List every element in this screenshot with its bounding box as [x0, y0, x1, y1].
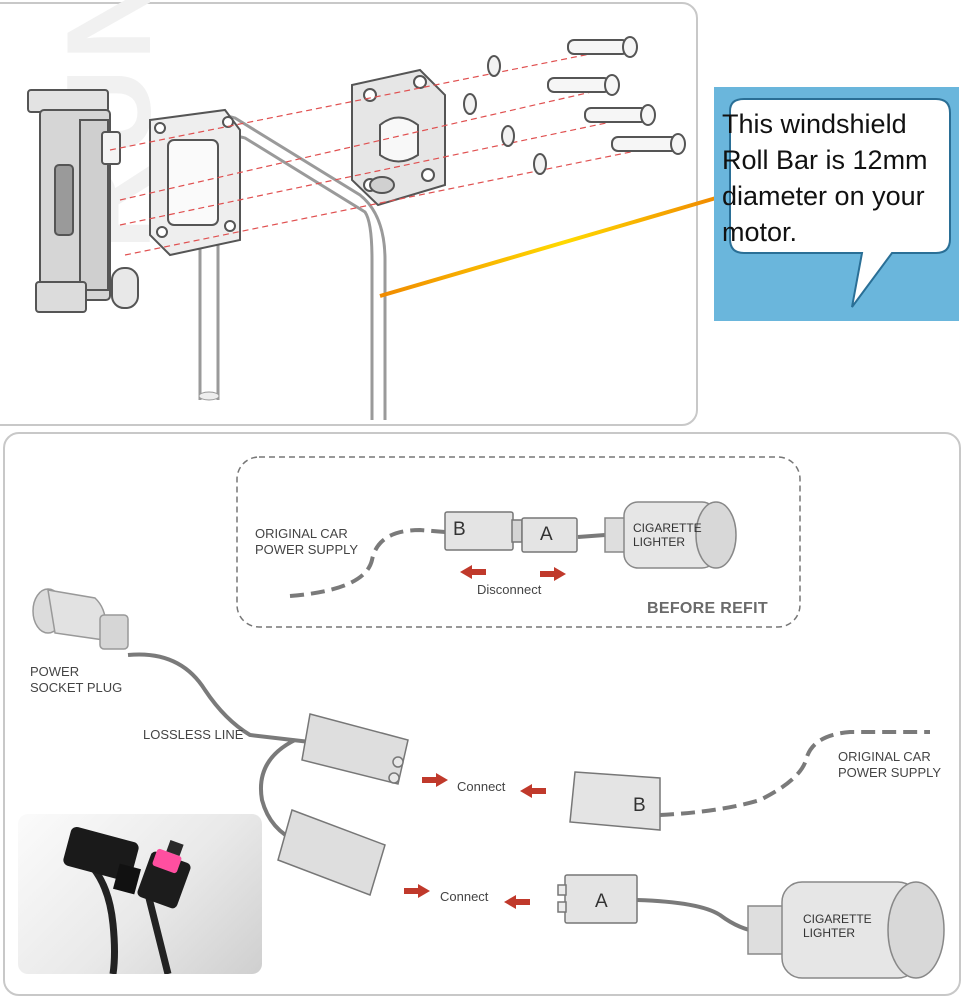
before-connector-b-label: B	[453, 519, 466, 540]
lossless-connector-lower	[277, 809, 386, 896]
connect-arrows-1	[422, 773, 546, 798]
connect-label-1: Connect	[457, 779, 506, 794]
connector-photo	[18, 814, 262, 974]
original-supply-cable-after	[659, 730, 930, 817]
connector-a-after	[557, 874, 638, 924]
callout-box	[714, 87, 959, 321]
adapter-plate	[149, 108, 241, 257]
lossless-line-label: LOSSLESS LINE	[143, 727, 244, 742]
lossless-line-cables	[127, 652, 311, 844]
power-socket-plug-label: POWER SOCKET PLUG	[30, 664, 123, 695]
cigarette-lighter-before	[604, 501, 737, 569]
phone-holder	[27, 89, 139, 313]
connector-a-before	[521, 517, 578, 553]
after-original-supply-label: ORIGINAL CAR POWER SUPPLY	[838, 749, 942, 780]
lighter-cable-before	[577, 533, 606, 539]
clamp-block	[351, 68, 446, 207]
washers	[463, 55, 547, 175]
after-connector-a-label: A	[595, 891, 608, 912]
alignment-lines	[109, 47, 661, 256]
power-socket-plug	[32, 588, 129, 650]
after-connector-b-label: B	[633, 795, 646, 816]
before-refit-box	[236, 456, 801, 628]
roll-bar-end	[198, 391, 220, 401]
callout-pointer-line	[379, 196, 717, 298]
before-connector-a-label: A	[540, 524, 553, 545]
connect-label-2: Connect	[440, 889, 489, 904]
before-refit-title: BEFORE REFIT	[647, 600, 768, 617]
original-supply-cable-before	[289, 527, 446, 598]
callout-text: This windshield Roll Bar is 12mm diamete…	[722, 109, 928, 247]
connect-arrows-2	[404, 884, 530, 909]
speech-bubble	[729, 98, 951, 308]
before-original-supply-label: ORIGINAL CAR POWER SUPPLY	[255, 526, 359, 557]
disconnect-arrows	[460, 565, 566, 581]
connector-b-before	[444, 511, 523, 551]
before-lighter-label: CIGARETTE LIGHTER	[633, 521, 702, 549]
exploded-view-panel	[0, 2, 698, 426]
connector-photo-drawing	[63, 826, 191, 974]
connector-b-after	[569, 771, 661, 831]
disconnect-label: Disconnect	[477, 582, 542, 597]
cigarette-lighter-after	[747, 881, 945, 979]
lighter-cable-after	[636, 898, 761, 934]
bolts	[547, 36, 686, 155]
lossless-connector-upper	[301, 713, 409, 785]
after-lighter-label: CIGARETTE LIGHTER	[803, 912, 872, 940]
